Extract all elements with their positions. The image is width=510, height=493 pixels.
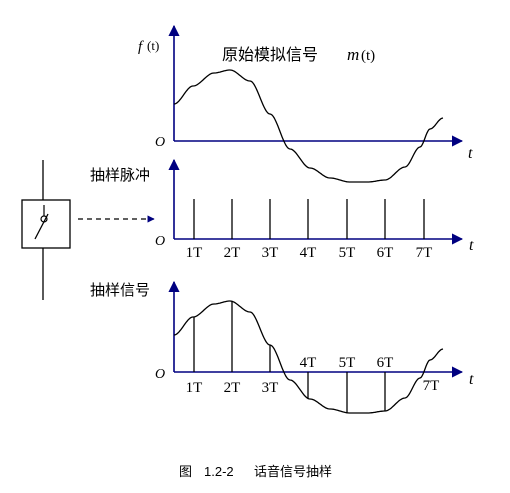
pulse-tick-label-1: 1T (186, 245, 203, 261)
pulse-tick-label-7: 7T (416, 245, 433, 261)
sample-tick-label-6: 6T (377, 355, 394, 371)
sampled-signal-envelope (173, 300, 444, 414)
mid-x-axis-label: t (469, 237, 474, 254)
sample-tick-label-3: 3T (262, 380, 279, 396)
pulse-tick-label-6: 6T (377, 245, 394, 261)
pulse-tick-label-4: 4T (300, 245, 317, 261)
top-y-axis-label-t: (t) (147, 38, 159, 53)
signal-label-m: m (347, 45, 359, 64)
caption-prefix: 图 (179, 465, 192, 480)
top-origin-label: O (155, 135, 165, 150)
caption-number: 1.2-2 (204, 464, 234, 479)
signal-label-t: (t) (361, 48, 375, 64)
sample-tick-label-1: 1T (186, 380, 203, 396)
mid-origin-label: O (155, 234, 165, 249)
top-x-axis-label: t (468, 145, 473, 162)
figure-caption: 图 1.2-2 话音信号抽样 (179, 464, 332, 480)
pulse-tick-label-3: 3T (262, 245, 279, 261)
sample-tick-label-7: 7T (423, 378, 440, 394)
pulse-tick-label-5: 5T (339, 245, 356, 261)
pulse-panel-title: 抽样脉冲 (90, 166, 150, 184)
sample-tick-label-2: 2T (224, 380, 241, 396)
sampling-pulse-panel: 抽样脉冲 O t 1T 2T 3T 4T 5T 6T 7T (21, 158, 474, 300)
original-signal-curve (173, 69, 444, 183)
caption-text: 话音信号抽样 (254, 464, 332, 480)
sampling-switch (21, 160, 71, 300)
switch-blade (34, 213, 49, 240)
sampled-panel-title: 抽样信号 (90, 281, 150, 299)
bot-x-axis-label: t (469, 371, 474, 388)
sampled-signal-panel: 抽样信号 O t 1T 2T 3T 4T 5T 6T 7T (90, 280, 474, 414)
pulse-tick-label-2: 2T (224, 245, 241, 261)
bot-origin-label: O (155, 367, 165, 382)
sample-tick-label-4: 4T (300, 355, 317, 371)
top-y-axis-label-f: f (138, 39, 144, 55)
original-signal-panel: f (t) O t 原始模拟信号 m (t) (138, 24, 473, 183)
sample-tick-label-5: 5T (339, 355, 356, 371)
signal-label-text: 原始模拟信号 (222, 45, 318, 64)
switch-box (21, 199, 71, 249)
